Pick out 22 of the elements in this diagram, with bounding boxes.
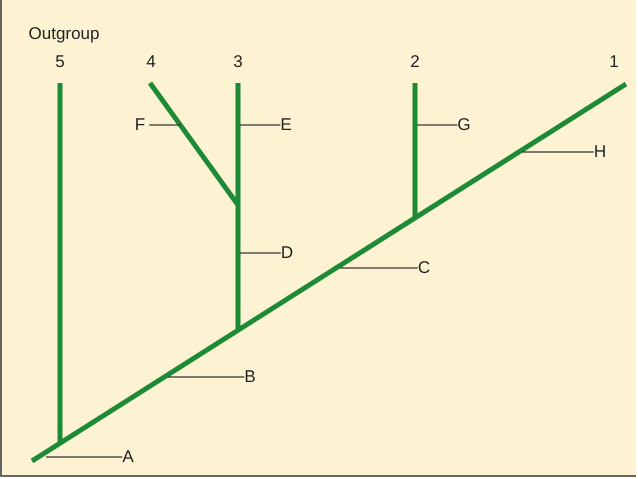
taxon-number: 4 [146, 52, 156, 72]
leader-line [340, 267, 418, 269]
leader-line [168, 376, 244, 378]
taxon-number: 3 [233, 52, 243, 72]
leader-line [149, 124, 181, 126]
clade-letter: D [280, 243, 294, 263]
clade-letter: C [418, 258, 430, 278]
leader-line [46, 456, 122, 458]
clade-letter: B [244, 367, 256, 387]
leader-line [240, 252, 281, 254]
taxon-number: 1 [609, 52, 619, 72]
taxon-number: 5 [55, 52, 65, 72]
clade-letter: G [457, 115, 471, 135]
clade-letter: F [134, 115, 146, 135]
clade-letter: A [122, 447, 134, 467]
leader-line [240, 124, 280, 126]
outgroup-label: Outgroup [28, 24, 100, 44]
clade-letter: H [594, 142, 606, 162]
taxon-number: 2 [410, 52, 420, 72]
clade-letter: E [280, 115, 292, 135]
leader-line [417, 124, 458, 126]
leader-line [522, 151, 594, 153]
